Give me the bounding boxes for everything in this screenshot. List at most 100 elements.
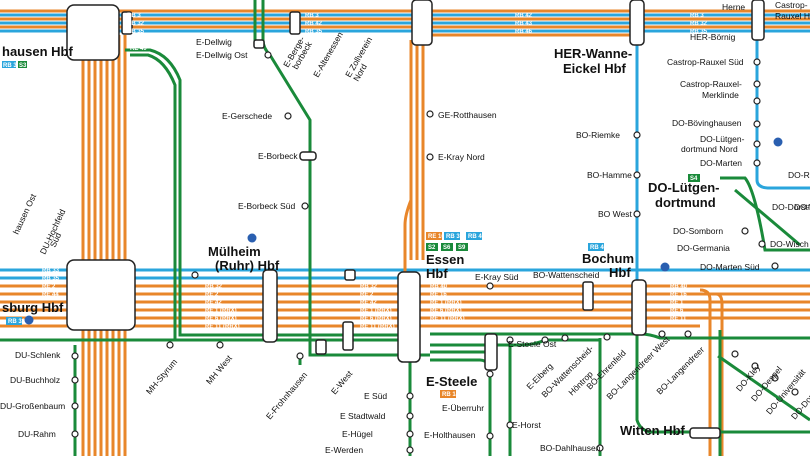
station-label-dorstfeld-sued: DO-Dorstfeld Süd bbox=[772, 202, 810, 212]
line-label-rb32-w: RB 32 bbox=[127, 21, 145, 27]
station-dot[interactable] bbox=[426, 110, 434, 118]
line-label-ea-1: RB 40 bbox=[430, 284, 448, 290]
station-dot[interactable] bbox=[406, 412, 414, 420]
badges: RB 36 S3 RE 16 RB 35 RB 40 S2 S6 S9 RB 4… bbox=[2, 61, 700, 398]
line-label-rb32-r: RB 32 bbox=[690, 21, 708, 27]
station-dot[interactable] bbox=[633, 131, 641, 139]
ubahn-icon bbox=[24, 315, 34, 325]
station-dot[interactable] bbox=[633, 210, 641, 218]
station-dot[interactable] bbox=[791, 388, 799, 396]
witten-box[interactable] bbox=[689, 427, 721, 439]
station-dot[interactable] bbox=[216, 341, 224, 349]
line-label-rb3-w: RB 3 bbox=[127, 13, 141, 19]
station-label-frohnhausen: E-Frohnhausen bbox=[264, 370, 309, 422]
station-label-du-rahm: DU-Rahm bbox=[18, 429, 56, 439]
station-dot[interactable] bbox=[753, 159, 761, 167]
station-dot[interactable] bbox=[753, 58, 761, 66]
kray-box[interactable] bbox=[344, 269, 356, 281]
frohnhausen-box[interactable] bbox=[315, 339, 327, 355]
station-dot[interactable] bbox=[633, 171, 641, 179]
station-dot[interactable] bbox=[486, 282, 494, 290]
ubahn-icon bbox=[773, 137, 783, 147]
badge-rb14 bbox=[440, 390, 456, 398]
herne-box[interactable] bbox=[751, 0, 765, 41]
dellwig-box[interactable] bbox=[253, 39, 265, 49]
station-dot[interactable] bbox=[301, 202, 309, 210]
badge-s2-text: S2 bbox=[428, 245, 436, 251]
station-dot[interactable] bbox=[264, 51, 272, 59]
station-dot[interactable] bbox=[758, 240, 766, 248]
station-label-rotthausen: GE-Rotthausen bbox=[438, 110, 497, 120]
station-dot[interactable] bbox=[71, 402, 79, 410]
line-label-mh-6: RE 11 (RRX) bbox=[205, 324, 240, 330]
station-dot[interactable] bbox=[506, 421, 514, 429]
line-label-s2-t: S2 bbox=[515, 39, 523, 45]
borbeck-box[interactable] bbox=[299, 151, 317, 161]
line-label-du-3: RB 35 bbox=[42, 276, 60, 282]
station-label-dahlhausen: BO-Dahlhausen bbox=[540, 443, 601, 453]
station-dot[interactable] bbox=[71, 352, 79, 360]
hub-boxes bbox=[66, 0, 765, 439]
hub-label-lueddo-1: DO-Lütgen- bbox=[648, 180, 719, 195]
station-dot[interactable] bbox=[71, 430, 79, 438]
oberhausen-hub-box[interactable] bbox=[66, 4, 120, 61]
station-dot[interactable] bbox=[191, 271, 199, 279]
station-label-mh-west: MH West bbox=[204, 353, 234, 387]
station-dot[interactable] bbox=[296, 352, 304, 360]
badge-s4-text: S4 bbox=[690, 176, 698, 182]
station-dot[interactable] bbox=[603, 333, 611, 341]
top-mid-box[interactable] bbox=[289, 11, 301, 35]
line-label-main-6: RE 11 (RRX) bbox=[360, 324, 395, 330]
station-dot[interactable] bbox=[406, 392, 414, 400]
station-dot[interactable] bbox=[406, 446, 414, 454]
line-label-east-1: RB 40 bbox=[670, 284, 688, 290]
station-dot[interactable] bbox=[771, 262, 779, 270]
hub-label-muelheim-1: Mülheim bbox=[208, 244, 261, 259]
station-dot[interactable] bbox=[741, 227, 749, 235]
wanne-hub-box[interactable] bbox=[629, 0, 645, 46]
essen-north-box[interactable] bbox=[411, 0, 433, 46]
station-dot[interactable] bbox=[658, 330, 666, 338]
station-dot[interactable] bbox=[751, 362, 759, 370]
station-dot[interactable] bbox=[71, 376, 79, 384]
station-dot[interactable] bbox=[561, 334, 569, 342]
station-label-bo-west: BO West bbox=[598, 209, 632, 219]
station-dot[interactable] bbox=[753, 120, 761, 128]
station-dot[interactable] bbox=[596, 444, 604, 452]
station-dot[interactable] bbox=[684, 330, 692, 338]
station-dot[interactable] bbox=[406, 430, 414, 438]
line-label-rb35-m: RB 35 bbox=[305, 29, 323, 35]
station-dot[interactable] bbox=[486, 432, 494, 440]
station-dot[interactable] bbox=[541, 336, 549, 344]
top-left-box[interactable] bbox=[121, 11, 133, 35]
duisburg-hub-box[interactable] bbox=[66, 259, 136, 331]
station-label-buchholz: DU-Buchholz bbox=[10, 375, 60, 385]
ubahn-icon bbox=[247, 233, 257, 243]
station-dot[interactable] bbox=[731, 350, 739, 358]
badge-s6 bbox=[441, 243, 453, 251]
station-dot[interactable] bbox=[486, 370, 494, 378]
station-dot[interactable] bbox=[166, 341, 174, 349]
station-label-steele-ost: E-Steele Ost bbox=[508, 339, 557, 349]
station-label-dellwig-ost: E-Dellwig Ost bbox=[196, 50, 248, 60]
wattenscheid-box[interactable] bbox=[582, 281, 594, 311]
station-dot[interactable] bbox=[771, 374, 779, 382]
station-dot[interactable] bbox=[753, 140, 761, 148]
badge-rb33-west bbox=[2, 61, 16, 68]
badge-s3-west-text: S3 bbox=[19, 63, 27, 69]
station-dot[interactable] bbox=[753, 97, 761, 105]
line-label-rb3-m: RB 3 bbox=[305, 13, 319, 19]
badge-s2 bbox=[426, 243, 438, 251]
steele-box[interactable] bbox=[484, 333, 498, 371]
station-dot[interactable] bbox=[426, 153, 434, 161]
bochum-hub-box[interactable] bbox=[631, 279, 647, 336]
hub-label-bochum-1: Bochum bbox=[582, 251, 634, 266]
line-label-ea-2: RE 16 bbox=[430, 292, 447, 298]
e-west-box[interactable] bbox=[342, 321, 354, 351]
muelheim-hub-box[interactable] bbox=[262, 269, 278, 343]
station-dot[interactable] bbox=[284, 112, 292, 120]
station-dot[interactable] bbox=[506, 336, 514, 344]
line-label-main-2: RE 2 bbox=[360, 292, 374, 298]
essen-hub-box[interactable] bbox=[397, 271, 421, 363]
station-dot[interactable] bbox=[753, 80, 761, 88]
